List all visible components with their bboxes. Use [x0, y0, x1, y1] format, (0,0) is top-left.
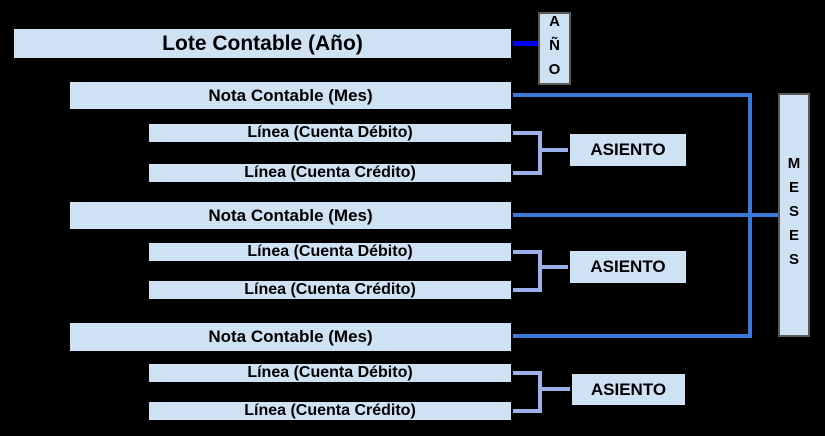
ano-connector-line — [513, 41, 538, 46]
asiento-label-2: ASIENTO — [590, 257, 666, 276]
lote-contable-box: Lote Contable (Año) — [12, 27, 513, 60]
linea-debito-box-3: Línea (Cuenta Débito) — [147, 362, 513, 384]
nota-contable-box-2: Nota Contable (Mes) — [68, 200, 513, 231]
asiento1-bracket-bottom-line — [513, 171, 542, 175]
linea-debito-box-1: Línea (Cuenta Débito) — [147, 122, 513, 144]
meses-tag-box: MESES — [778, 93, 810, 337]
linea-credito-box-2: Línea (Cuenta Crédito) — [147, 279, 513, 301]
asiento-box-1: ASIENTO — [568, 132, 688, 168]
asiento2-bracket-bottom-line — [513, 288, 542, 292]
nota-contable-box-3: Nota Contable (Mes) — [68, 321, 513, 353]
asiento3-bracket-stub-line — [542, 387, 570, 391]
linea-debito-label-3: Línea (Cuenta Débito) — [247, 364, 413, 381]
linea-debito-label-1: Línea (Cuenta Débito) — [247, 124, 413, 141]
asiento-label-1: ASIENTO — [590, 140, 666, 159]
asiento-box-2: ASIENTO — [568, 249, 688, 285]
nota3-meses-connector-line — [513, 334, 752, 338]
linea-credito-box-1: Línea (Cuenta Crédito) — [147, 162, 513, 184]
asiento3-bracket-vertical-line — [538, 371, 542, 413]
nota1-meses-connector-line — [513, 93, 752, 97]
asiento1-bracket-vertical-line — [538, 131, 542, 175]
linea-credito-label-3: Línea (Cuenta Crédito) — [244, 402, 416, 419]
linea-credito-label-2: Línea (Cuenta Crédito) — [244, 281, 416, 298]
asiento1-bracket-stub-line — [542, 148, 568, 152]
asiento2-bracket-stub-line — [542, 265, 568, 269]
linea-debito-label-2: Línea (Cuenta Débito) — [247, 243, 413, 260]
nota-contable-box-1: Nota Contable (Mes) — [68, 80, 513, 111]
ano-tag-box: AÑO — [538, 12, 571, 85]
nota2-meses-connector-line — [513, 213, 778, 217]
nota-contable-label-3: Nota Contable (Mes) — [208, 327, 373, 346]
nota-contable-label-1: Nota Contable (Mes) — [208, 85, 373, 105]
asiento2-bracket-vertical-line — [538, 250, 542, 292]
asiento-box-3: ASIENTO — [570, 372, 687, 407]
linea-credito-box-3: Línea (Cuenta Crédito) — [147, 400, 513, 422]
nota-contable-label-2: Nota Contable (Mes) — [208, 205, 373, 225]
asiento3-bracket-top-line — [513, 371, 542, 375]
meses-tag-label: MESES — [785, 155, 803, 275]
lote-contable-label: Lote Contable (Año) — [162, 31, 363, 55]
asiento3-bracket-bottom-line — [513, 409, 542, 413]
linea-credito-label-1: Línea (Cuenta Crédito) — [244, 164, 416, 181]
ano-tag-label: AÑO — [546, 12, 563, 85]
asiento1-bracket-top-line — [513, 131, 542, 135]
linea-debito-box-2: Línea (Cuenta Débito) — [147, 241, 513, 263]
asiento-label-3: ASIENTO — [590, 379, 667, 399]
meses-vertical-connector-line — [748, 93, 752, 338]
asiento2-bracket-top-line — [513, 250, 542, 254]
